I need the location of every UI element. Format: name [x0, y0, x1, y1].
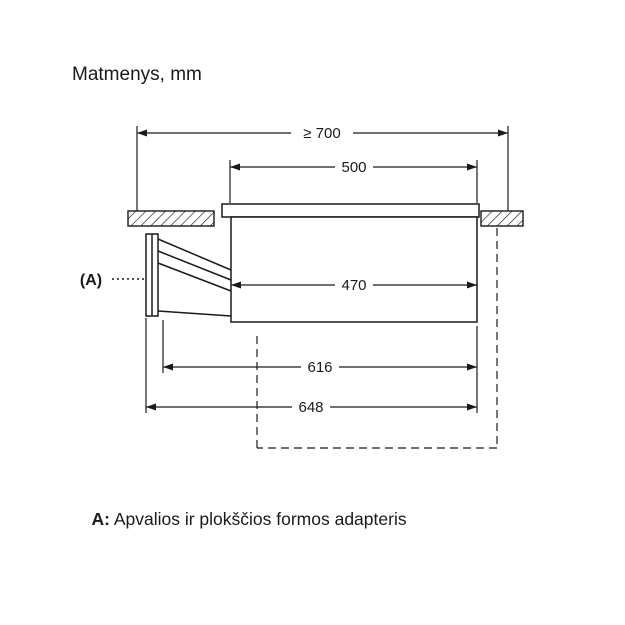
duct-dashed-outline [256, 228, 498, 449]
hob-top-plate [221, 203, 480, 218]
dimension-500-label-bg [335, 158, 373, 175]
caption-text: Apvalios ir plokščios formos adapteris [109, 509, 407, 529]
dimension-616-label-bg [301, 358, 339, 375]
adapter-label: (A) [80, 272, 102, 289]
dimension-648-arrow-left [146, 403, 156, 411]
dimension-616-label: 616 [307, 359, 332, 376]
dimension-500-arrow-right [467, 163, 477, 171]
dimension-470-label: 470 [341, 277, 366, 294]
dimension-700-arrow-left [137, 129, 147, 137]
dimension-648-label: 648 [298, 399, 323, 416]
page-title: Matmenys, mm [72, 64, 202, 85]
dimension-470-arrow-left [231, 281, 241, 289]
dimension-616-arrow-left [163, 363, 173, 371]
dimension-700-label-bg [291, 124, 353, 141]
dimension-700-label: ≥ 700 [303, 125, 340, 142]
worktop-hatch [127, 210, 524, 227]
adapter-shape [145, 233, 232, 317]
dimension-470-label-bg [335, 276, 373, 293]
dimension-648-label-bg [292, 398, 330, 415]
dimension-500-arrow-left [230, 163, 240, 171]
caption: A: Apvalios ir plokščios formos adapteri… [72, 488, 407, 551]
dimension-700-arrow-right [498, 129, 508, 137]
caption-label: A: [91, 509, 110, 529]
dimension-616-arrow-right [467, 363, 477, 371]
dimension-500-label: 500 [341, 159, 366, 176]
hob-body [230, 216, 478, 323]
dimension-648-arrow-right [467, 403, 477, 411]
dimension-470-arrow-right [467, 281, 477, 289]
